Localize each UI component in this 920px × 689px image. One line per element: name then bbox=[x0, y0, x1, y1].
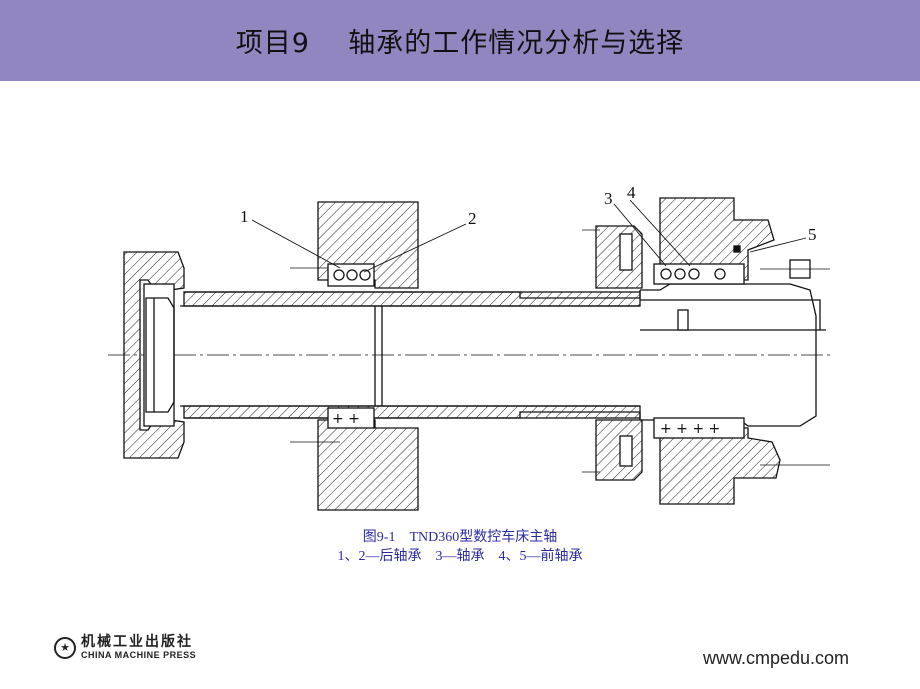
label-5: 5 bbox=[808, 225, 817, 244]
spindle-drawing: + + + + + + 1 2 3 bbox=[108, 183, 830, 511]
label-3: 3 bbox=[604, 189, 613, 208]
publisher-emblem-icon: ★ bbox=[54, 636, 76, 659]
publisher-logo: ★ 机械工业出版社 CHINA MACHINE PRESS bbox=[54, 634, 196, 661]
label-4: 4 bbox=[627, 183, 636, 202]
label-1: 1 bbox=[240, 207, 249, 226]
publisher-name-cn: 机械工业出版社 bbox=[81, 634, 193, 650]
figure-caption-legend: 1、2—后轴承 3—轴承 4、5—前轴承 bbox=[337, 549, 583, 564]
figure-caption-title: 图9-1 TND360型数控车床主轴 bbox=[362, 530, 558, 545]
website-url: www.cmpedu.com bbox=[703, 648, 850, 668]
svg-text:+ +: + + bbox=[332, 411, 360, 427]
svg-text:+ + + +: + + + + bbox=[660, 421, 720, 437]
label-2: 2 bbox=[468, 209, 477, 228]
publisher-name-en: CHINA MACHINE PRESS bbox=[81, 650, 197, 660]
title-bar: 项目9 轴承的工作情况分析与选择 bbox=[0, 0, 920, 81]
page-title: 项目9 轴承的工作情况分析与选择 bbox=[235, 28, 685, 59]
